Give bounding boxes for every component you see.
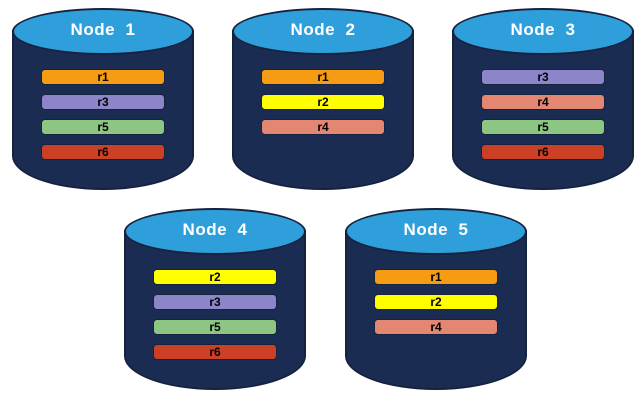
replica-bar: r3 (41, 94, 165, 110)
replica-bar: r1 (41, 69, 165, 85)
replica-bar: r2 (374, 294, 498, 310)
cylinder-top-ellipse (124, 208, 306, 255)
replica-bar: r6 (41, 144, 165, 160)
replica-bar: r3 (481, 69, 605, 85)
node-cylinder: Node 5 r1 r2 r4 (345, 208, 527, 391)
replica-bar: r6 (153, 344, 277, 360)
node-label: Node 3 (510, 20, 576, 39)
cylinder-body (124, 230, 306, 390)
node-cylinder: Node 4 r2 r3 r5 r6 (124, 208, 306, 391)
replica-list: r1 r2 r4 (261, 69, 385, 135)
replica-bar: r5 (153, 319, 277, 335)
replica-bar: r4 (481, 94, 605, 110)
replica-bar: r2 (153, 269, 277, 285)
node-cylinder: Node 2 r1 r2 r4 (232, 8, 414, 191)
replica-bar: r5 (481, 119, 605, 135)
replica-bar: r6 (481, 144, 605, 160)
cylinder-top-ellipse (452, 8, 634, 55)
cylinder-top-ellipse (232, 8, 414, 55)
replica-list: r3 r4 r5 r6 (481, 69, 605, 160)
replica-bar: r3 (153, 294, 277, 310)
node-label: Node 1 (70, 20, 136, 39)
node-cylinder: Node 1 r1 r3 r5 r6 (12, 8, 194, 191)
replica-bar: r5 (41, 119, 165, 135)
cylinder-top-ellipse (12, 8, 194, 55)
node-label: Node 2 (290, 20, 356, 39)
cylinder-body (452, 30, 634, 190)
cylinder-top-ellipse (345, 208, 527, 255)
replica-bar: r1 (261, 69, 385, 85)
replica-list: r1 r3 r5 r6 (41, 69, 165, 160)
node-label: Node 4 (182, 220, 248, 239)
replica-bar: r2 (261, 94, 385, 110)
replica-bar: r4 (374, 319, 498, 335)
cylinder-body (232, 30, 414, 190)
replica-list: r2 r3 r5 r6 (153, 269, 277, 360)
replica-bar: r1 (374, 269, 498, 285)
node-label: Node 5 (403, 220, 469, 239)
node-cylinder: Node 3 r3 r4 r5 r6 (452, 8, 634, 191)
replica-bar: r4 (261, 119, 385, 135)
replica-list: r1 r2 r4 (374, 269, 498, 335)
